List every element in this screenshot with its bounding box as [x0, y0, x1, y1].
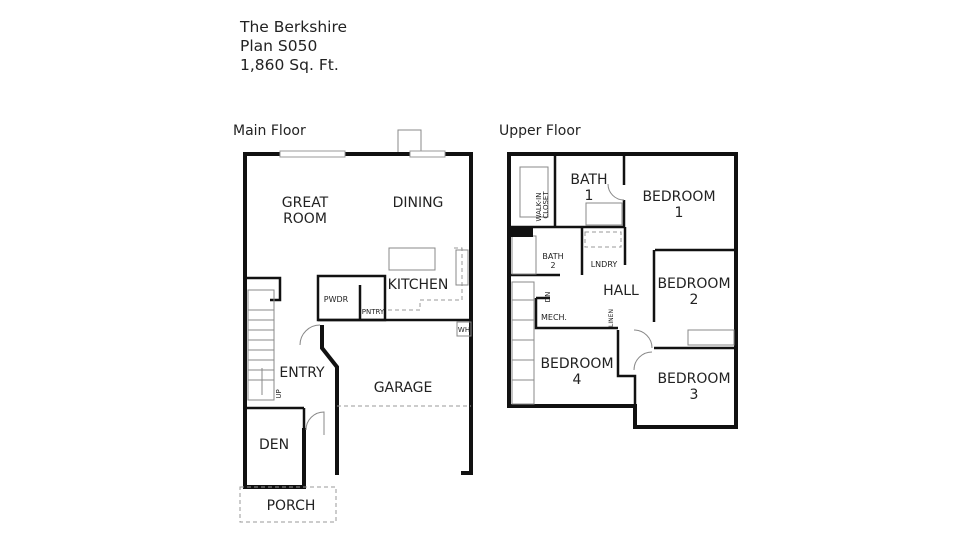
entry-label: ENTRY: [279, 365, 325, 381]
dining-label: DINING: [393, 195, 444, 211]
plan-name: The Berkshire: [240, 18, 348, 36]
bath1-number: 1: [585, 188, 594, 204]
bedroom4-number: 4: [573, 372, 582, 388]
water-heater: [456, 321, 472, 337]
bedroom3-number: 3: [690, 387, 699, 403]
main-floor-label: Main Floor: [233, 123, 306, 139]
kitchen-counter: [388, 247, 463, 311]
kitchen-sink: [455, 249, 469, 286]
up-label: UP: [275, 389, 283, 398]
plan-area: 1,860 Sq. Ft.: [240, 56, 339, 74]
bath1-label: BATH: [570, 172, 607, 188]
walkin-label: WALK-IN: [535, 193, 543, 222]
chimney: [397, 129, 422, 154]
lndry-label: LNDRY: [591, 260, 618, 269]
washer-dryer: [584, 231, 622, 248]
front-door: [305, 411, 325, 435]
door-swing: [607, 183, 625, 201]
great-room-label: GREAT: [282, 195, 329, 211]
bath2-number: 2: [550, 261, 555, 270]
plan-header: The Berkshire Plan S050 1,860 Sq. Ft.: [240, 18, 347, 75]
bedroom-walls: [616, 248, 736, 406]
bathtub: [511, 235, 537, 275]
stairs: [247, 289, 275, 401]
fireplace-block: [509, 227, 533, 237]
upper-stairs: [511, 281, 535, 405]
closet-shelf: [519, 166, 549, 218]
den-label: DEN: [259, 437, 289, 453]
main-floor-plan: GREAT ROOM DINING KITCHEN PWDR PNTRY WH …: [239, 129, 473, 523]
bedroom2-label: BEDROOM: [657, 276, 730, 292]
garage-left-wall: [320, 325, 339, 475]
kitchen-island: [388, 247, 436, 271]
porch-label: PORCH: [267, 498, 316, 514]
door-swing: [299, 324, 321, 346]
shower: [585, 202, 623, 226]
pwdr-label: PWDR: [324, 295, 349, 304]
pntry-label: PNTRY: [362, 308, 385, 316]
upper-floor-plan: WALK-IN CLOSET BATH 1 BEDROOM 1 BATH 2 L…: [507, 152, 738, 429]
bedroom1-label: BEDROOM: [642, 189, 715, 205]
closet-shelf-2: [687, 329, 735, 346]
wh-label: WH: [458, 326, 470, 334]
door-swing: [633, 351, 653, 371]
garage-label: GARAGE: [374, 380, 433, 396]
bath2-label: BATH: [542, 252, 563, 261]
kitchen-label: KITCHEN: [388, 277, 449, 293]
door-swing: [633, 329, 653, 349]
bedroom1-number: 1: [675, 205, 684, 221]
bedroom2-number: 2: [690, 292, 699, 308]
mech-label: MECH.: [541, 313, 567, 322]
dn-label: DN: [544, 292, 552, 303]
linen-label: LINEN: [608, 309, 615, 327]
powder-pantry-walls: [316, 274, 387, 322]
great-room-label-2: ROOM: [283, 211, 327, 227]
mech-walls: [534, 296, 618, 330]
hall-label: HALL: [603, 283, 639, 299]
bedroom4-label: BEDROOM: [540, 356, 613, 372]
closet-label: CLOSET: [542, 191, 550, 219]
main-right-wall: [461, 152, 473, 475]
bedroom3-label: BEDROOM: [657, 371, 730, 387]
window: [409, 150, 446, 158]
porch-outline: [239, 486, 337, 523]
window: [279, 150, 346, 158]
upper-floor-label: Upper Floor: [499, 123, 581, 139]
upper-exterior-wall: [507, 152, 738, 429]
stair-wall: [245, 276, 282, 302]
plan-number: Plan S050: [240, 37, 318, 55]
